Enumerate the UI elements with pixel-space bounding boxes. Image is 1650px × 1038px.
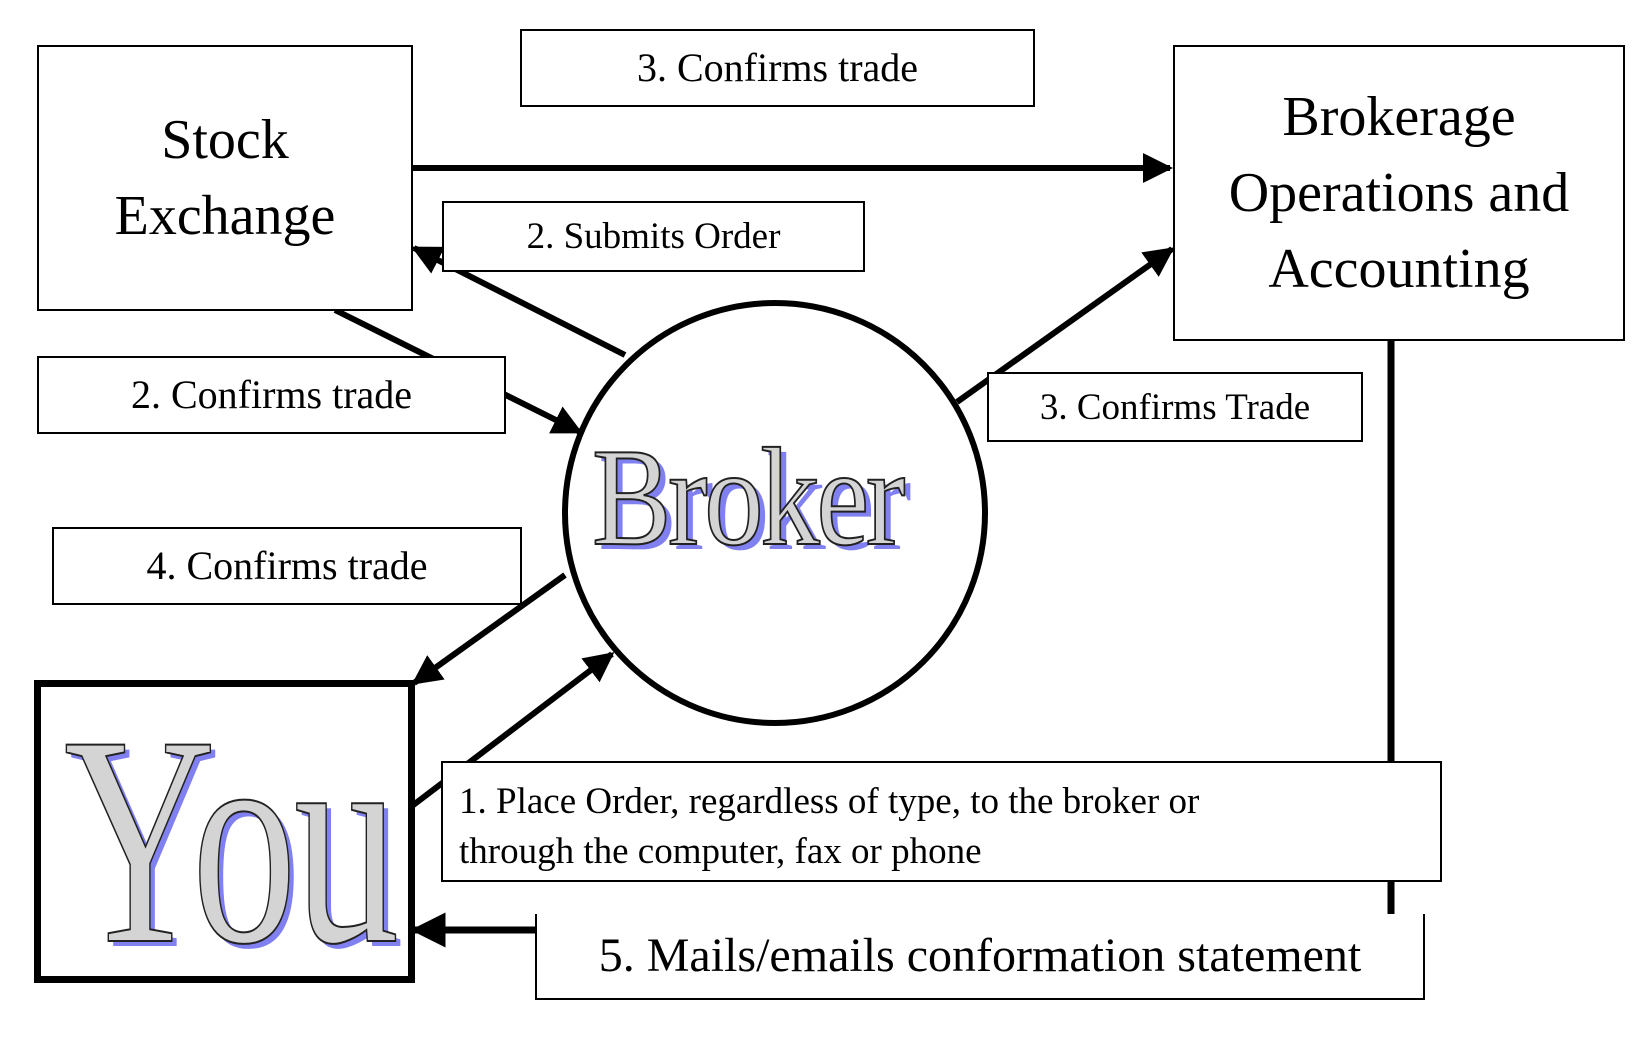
step1-line1: 1. Place Order, regardless of type, to t… (459, 781, 1200, 822)
label-step1-place-order: 1. Place Order, regardless of type, to t… (441, 761, 1442, 882)
label-step2-confirms: 2. Confirms trade (37, 356, 506, 434)
brokerage-label-line2: Operations and (1228, 162, 1570, 224)
label-step5-mails: 5. Mails/emails conformation statement (535, 914, 1425, 1000)
brokerage-label-line3: Accounting (1268, 238, 1530, 300)
label-step2-submits: 2. Submits Order (442, 201, 865, 272)
label-step3-confirms-right: 3. Confirms Trade (987, 372, 1363, 442)
label-step4-confirms: 4. Confirms trade (52, 527, 522, 605)
label-step3-confirms-top: 3. Confirms trade (520, 29, 1035, 107)
step1-line2: through the computer, fax or phone (459, 831, 982, 872)
arrow-broker-to-you (411, 572, 567, 686)
broker-word: Broker (591, 420, 906, 575)
node-brokerage: Brokerage Operations and Accounting (1173, 45, 1625, 341)
stock-exchange-label: Stock Exchange (114, 109, 336, 247)
node-you (34, 680, 415, 983)
broker-circle (562, 300, 988, 726)
brokerage-label-line1: Brokerage (1282, 86, 1516, 148)
you-word: You (63, 674, 399, 1006)
node-stock-exchange: Stock Exchange (37, 45, 413, 311)
